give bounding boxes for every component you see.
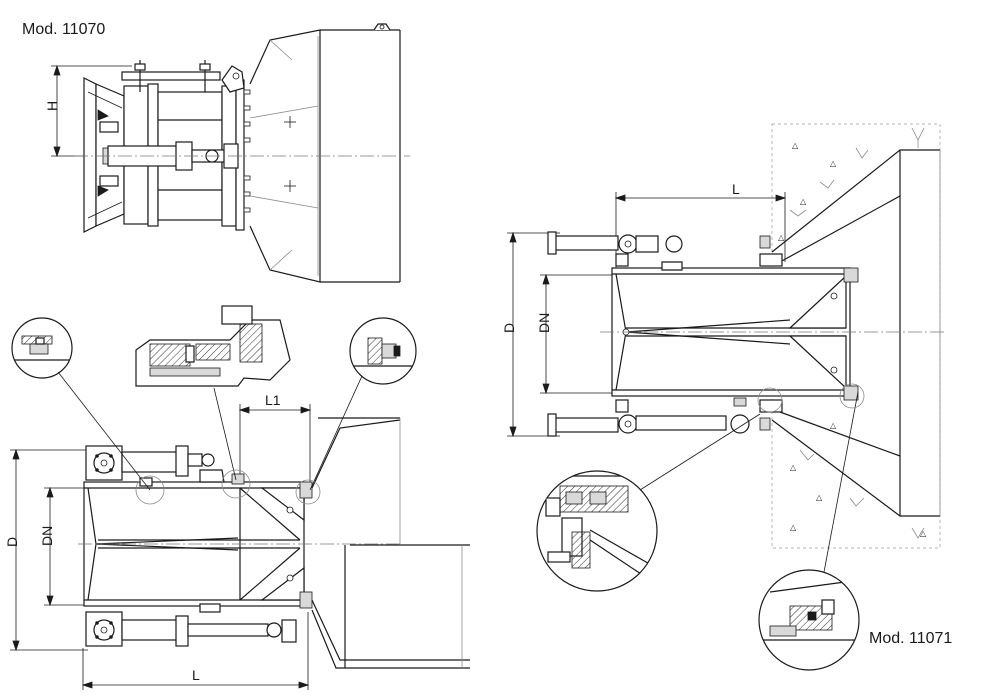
svg-text:△: △	[830, 421, 837, 430]
svg-text:△: △	[800, 197, 807, 206]
svg-text:△: △	[920, 529, 927, 538]
model-label-11070: Mod. 11070	[22, 21, 105, 38]
dimension-l1-left: L1	[265, 392, 281, 408]
dimension-d-left: D	[4, 537, 20, 547]
svg-text:△: △	[830, 159, 837, 168]
section-detail	[135, 305, 291, 481]
svg-text:△: △	[790, 463, 797, 472]
model-label-11071: Mod. 11071	[869, 630, 952, 647]
dimension-l-right: L	[732, 181, 740, 197]
side-view-11070: D DN L L1	[4, 392, 470, 690]
side-view-11071: △ △ △ △ △ △ △ △ △ L	[501, 123, 945, 549]
svg-text:△: △	[790, 523, 797, 532]
detail-a	[11, 317, 151, 491]
dimension-dn-right: DN	[536, 313, 552, 333]
dimension-dn-left: DN	[39, 526, 55, 546]
dimension-h: H	[44, 101, 60, 111]
svg-text:△: △	[792, 141, 799, 150]
svg-text:△: △	[778, 233, 785, 242]
detail-d	[758, 391, 860, 671]
svg-text:△: △	[816, 493, 823, 502]
detail-b	[309, 317, 417, 491]
detail-c	[536, 413, 761, 592]
top-view: H	[44, 23, 410, 283]
dimension-l-left: L	[192, 667, 200, 683]
dimension-d-right: D	[501, 323, 517, 333]
